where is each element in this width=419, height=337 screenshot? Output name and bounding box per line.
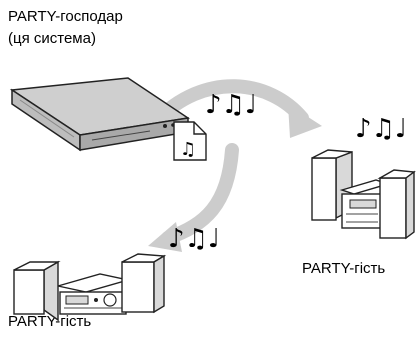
mini-hifi-system-icon-left <box>13 253 167 322</box>
blu-ray-player-icon <box>9 77 191 152</box>
mini-hifi-system-icon-right <box>311 149 416 240</box>
host-title-label: PARTY-господар <box>8 8 123 25</box>
guest-right-music-notes-icon: ♪♫♩ <box>355 114 407 144</box>
guest-left-label: PARTY-гість <box>8 313 92 330</box>
guest-left-music-notes-icon: ♪♫♩ <box>168 224 220 254</box>
stream-arrow-left <box>161 143 239 245</box>
host-music-notes-icon: ♪♫♩ <box>205 90 257 120</box>
host-subtitle-label: (ця система) <box>8 30 96 47</box>
stream-arrow-left-head <box>148 222 182 252</box>
stream-arrow-right-head <box>288 104 322 138</box>
guest-right-label: PARTY-гість <box>302 260 386 277</box>
file-note-glyph: ♫ <box>180 139 196 160</box>
music-file-icon: ♫ <box>173 121 207 161</box>
